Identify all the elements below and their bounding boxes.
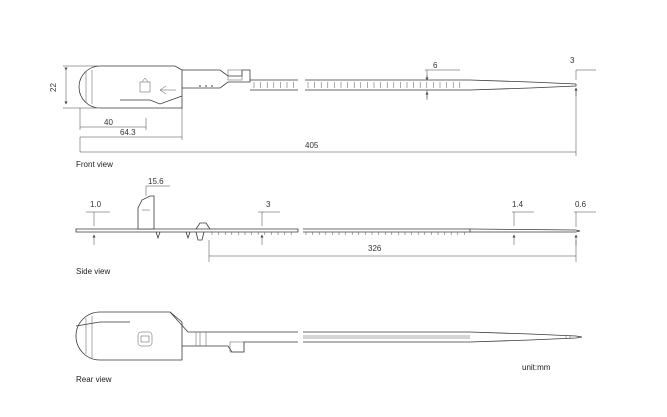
dim-front-height: 22 — [49, 83, 58, 92]
rear-slot — [229, 341, 245, 353]
dim-side-326: 326 — [368, 244, 382, 253]
dim-side-1-0: 1.0 — [90, 200, 102, 209]
dim-front-6: 6 — [433, 61, 438, 70]
lock-symbol — [139, 81, 151, 93]
unit-label: unit:mm — [522, 363, 551, 372]
dim-side-0-6: 0.6 — [575, 200, 587, 209]
side-view-label: Side view — [76, 267, 110, 276]
front-view: 22 40 64.3 405 6 3 Front view — [49, 56, 596, 169]
side-head-post — [137, 195, 155, 230]
dim-front-405: 405 — [305, 141, 319, 150]
rear-view: Rear view unit:mm — [75, 311, 583, 384]
dim-front-64-3: 64.3 — [120, 128, 136, 137]
dim-side-3: 3 — [266, 200, 271, 209]
strap-slot — [227, 69, 243, 81]
front-view-label: Front view — [76, 160, 113, 169]
dim-front-3: 3 — [570, 56, 575, 65]
rear-latch — [137, 331, 153, 347]
front-head — [78, 65, 183, 109]
dim-side-15-6: 15.6 — [148, 177, 164, 186]
dim-side-1-4: 1.4 — [512, 200, 524, 209]
rear-head — [75, 311, 183, 361]
dim-front-40: 40 — [104, 118, 113, 127]
side-view: 1.0 15.6 3 1.4 0.6 326 Side view — [75, 177, 596, 276]
rear-view-label: Rear view — [76, 375, 112, 384]
